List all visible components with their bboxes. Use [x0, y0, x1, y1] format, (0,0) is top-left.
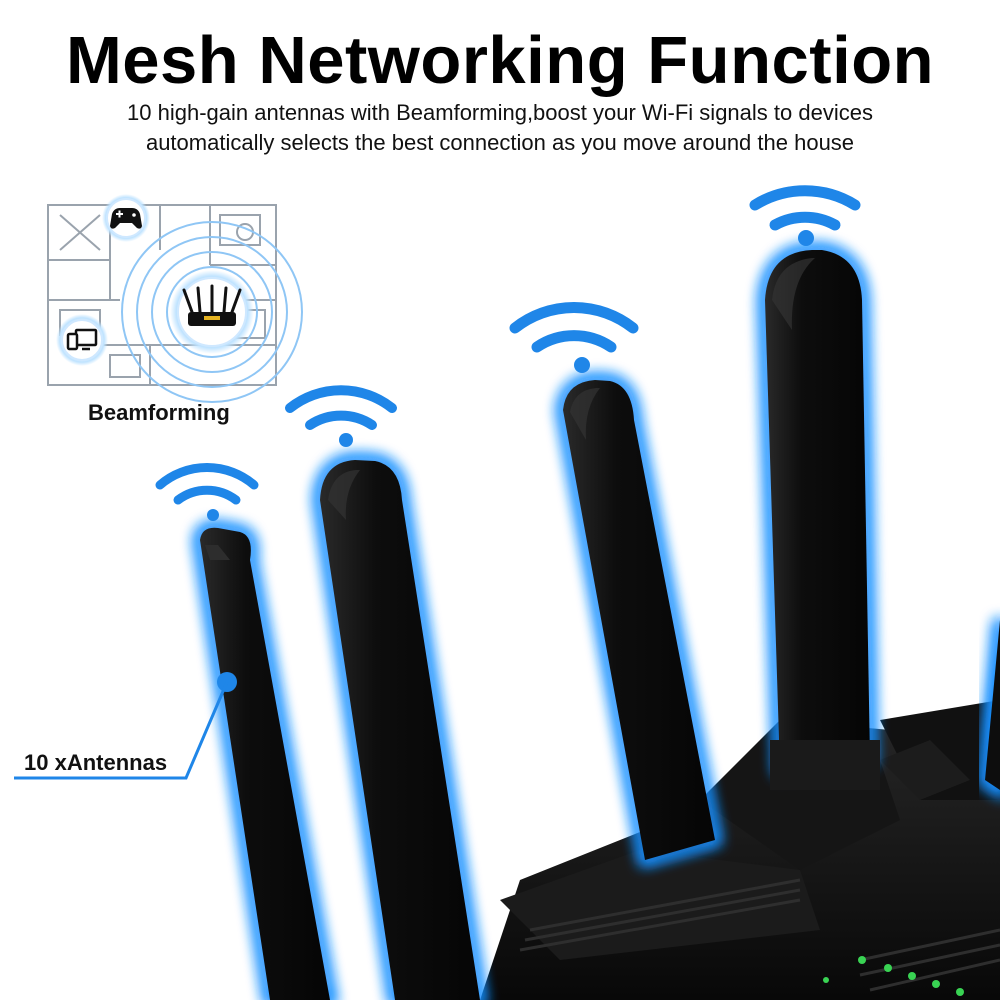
devices-icon: [56, 314, 108, 366]
wifi-icon-4: [749, 185, 861, 246]
status-leds: [823, 956, 964, 996]
beam-arcs: [121, 221, 303, 403]
antenna-3: [557, 374, 721, 867]
page-title: Mesh Networking Function: [65, 23, 935, 98]
antenna-2: [314, 454, 486, 1000]
gamepad-icon: [102, 194, 150, 242]
antenna-1: [194, 522, 336, 1000]
antennas-label: 10 xAntennas: [24, 750, 168, 775]
antenna-callout: [14, 672, 237, 780]
wifi-icon-1: [155, 463, 259, 521]
beamforming-inset: [47, 194, 303, 403]
subtitle-line-1: 10 high-gain antennas with Beamforming,b…: [127, 100, 873, 125]
antenna-5: [979, 619, 1000, 797]
wifi-icon-3: [509, 301, 639, 373]
wifi-icon-2: [285, 385, 397, 447]
beamforming-caption: Beamforming: [88, 400, 230, 425]
router-body: [480, 700, 1000, 1000]
router-icon: [170, 270, 254, 354]
antenna-4: [759, 245, 880, 790]
subtitle-line-2: automatically selects the best connectio…: [145, 130, 855, 155]
